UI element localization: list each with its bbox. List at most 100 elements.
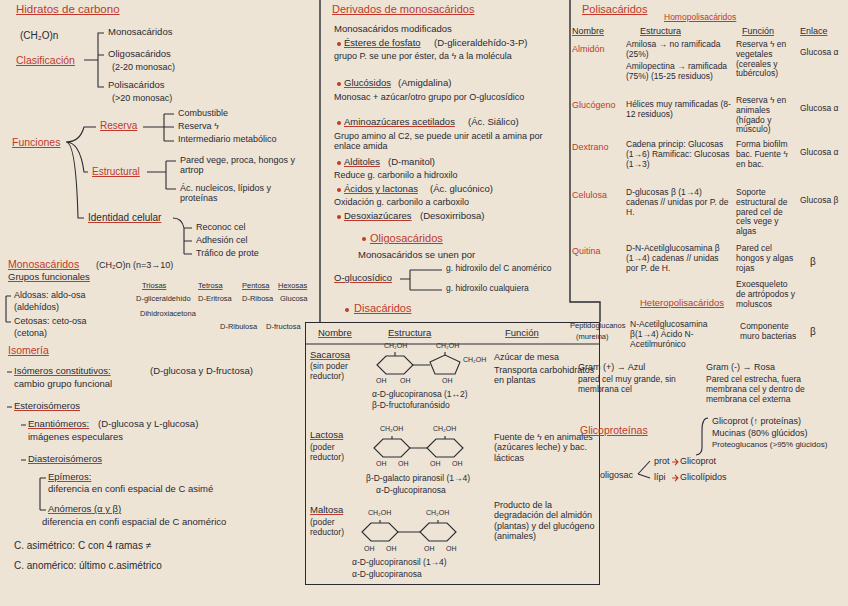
note-text: Glicoproteínas xyxy=(580,424,648,436)
note-text: Monosacáridos xyxy=(8,258,79,270)
note-text: Glicoprot (↑ proteínas) xyxy=(712,416,801,426)
note-text: Epímeros: xyxy=(48,472,91,483)
note-text: CH₂OH xyxy=(433,425,456,433)
note-text: OH xyxy=(386,545,397,553)
note-text: Enantiómeros: xyxy=(28,419,89,430)
note-text: (D-manitol) xyxy=(388,157,435,168)
note-text: Homopolisacáridos xyxy=(664,13,736,23)
brace xyxy=(84,33,104,87)
bond-line xyxy=(395,352,445,365)
note-text: Dextrano xyxy=(572,142,609,152)
note-text: Ácidos y lactonas xyxy=(344,184,418,195)
note-text: O-glucosídico xyxy=(334,273,392,284)
note-text: Estructura xyxy=(640,26,681,36)
note-text: D-Ribulosa xyxy=(220,323,257,332)
note-text: Sacarosa xyxy=(310,350,350,361)
note-text: D-Ribosa xyxy=(242,295,273,304)
note-text: OH xyxy=(446,545,457,553)
note-text: (Ác. glucónico) xyxy=(430,184,493,195)
note-text: (poder reductor) xyxy=(310,443,365,463)
note-text: CH₂OH xyxy=(436,342,459,350)
note-text: CH₂OH xyxy=(384,342,407,350)
note-text: D-N-Acetilglucosamina β (1→4) cadenas //… xyxy=(626,244,732,273)
note-text: imágenes especulares xyxy=(28,432,123,443)
brace xyxy=(400,270,442,290)
note-text: oligosac xyxy=(600,470,633,480)
note-text: Adhesión cel xyxy=(196,235,248,245)
note-text: g. hidroxilo cualquiera xyxy=(446,284,529,294)
note-text: Polisacáridos xyxy=(582,3,647,16)
note-text: Amilopectina → ramificada (75%) (15-25 r… xyxy=(626,62,732,82)
note-text: Glucosa α xyxy=(800,148,838,158)
note-text: Esteroisómeros xyxy=(14,401,80,412)
note-text: Fuente de ϟ en animales (azúcares leche)… xyxy=(494,432,598,463)
note-text: Maltosa xyxy=(310,505,343,516)
brace xyxy=(638,461,650,478)
arrow xyxy=(672,475,678,481)
note-text: Desoxiazúcares xyxy=(344,211,412,222)
note-text: α-D-glucopiranosa (1↔2) xyxy=(372,390,468,400)
note-text: Glucosa α xyxy=(800,104,838,114)
note-text: Monosacáridos se unen por xyxy=(358,250,475,261)
note-text: Amilosa → no ramificada (25%) xyxy=(626,40,732,60)
note-text: Aminoazúcares acetilados xyxy=(344,117,455,128)
note-text: Gram (+) → Azul xyxy=(578,362,645,372)
bond-line xyxy=(392,436,445,448)
note-text: (D-glucosa y L-glucosa) xyxy=(98,419,198,430)
note-text: Hélices muy ramificadas (8-12 residuos) xyxy=(626,100,732,120)
note-text: (Desoxirribosa) xyxy=(420,211,484,222)
note-text: (poder reductor) xyxy=(310,518,360,538)
note-text: Producto de la degradación del almidón (… xyxy=(494,500,598,541)
note-text: (D-gliceraldehído-3-P) xyxy=(434,38,527,49)
note-text: Triosas xyxy=(142,282,166,291)
brace xyxy=(147,161,176,189)
note-text: Identidad celular xyxy=(88,212,161,224)
note-text: CH₂OH xyxy=(380,425,403,433)
note-text: Alditoles xyxy=(344,157,380,168)
note-text: grupo P. se une por éster, da ϟ a la mol… xyxy=(334,51,566,61)
note-text: Glucosa β xyxy=(800,196,838,206)
note-text: Peptidoglucanos xyxy=(570,322,625,331)
note-text: Glucógeno xyxy=(572,100,616,110)
note-text: α-D-glucopiranosa xyxy=(376,486,446,496)
note-text: D-glucosas β (1→4) cadenas // unidas por… xyxy=(626,188,732,217)
note-text: OH xyxy=(364,545,375,553)
note-text: β xyxy=(810,256,816,268)
note-text: Oligosacáridos xyxy=(370,232,443,245)
brace xyxy=(696,418,708,455)
sugar-rings xyxy=(362,352,463,541)
note-text: Polisacáridos xyxy=(108,80,165,91)
note-text: Ésteres de fosfato xyxy=(344,38,421,49)
note-text: α-D-glucopiranosil (1→4) xyxy=(352,558,447,568)
note-text: Reserva ϟ en vegetales (cereales y tubér… xyxy=(736,40,798,79)
note-text: Quitina xyxy=(572,246,601,256)
note-text: Glicoprot xyxy=(680,456,716,466)
note-text: Estructural xyxy=(92,166,140,178)
note-text: Tetrosa xyxy=(198,282,223,291)
pyranose-ring xyxy=(374,439,410,457)
note-text: Clasificación xyxy=(16,54,75,66)
note-text: OH xyxy=(424,545,435,553)
note-text: Grupos funcionales xyxy=(8,272,90,283)
brace xyxy=(40,478,46,510)
note-text: Pared vege, proca, hongos y artrop xyxy=(180,155,298,176)
note-text: diferencia en confi espacial de C anomér… xyxy=(42,517,226,528)
note-text: Derivados de monosacáridos xyxy=(332,3,474,16)
note-text: Glucósidos xyxy=(344,78,391,89)
note-text: Reserva ϟ xyxy=(178,121,219,131)
note-text: Ác. nucleicos, lípidos y proteínas xyxy=(180,183,298,204)
note-text: D-gliceraldehído xyxy=(136,295,191,304)
divider-line xyxy=(319,0,320,322)
note-text: (Ác. Siálico) xyxy=(468,117,519,128)
note-text: CH₂OH xyxy=(463,356,486,364)
bullet xyxy=(337,161,341,165)
pyranose-ring xyxy=(420,523,456,541)
note-text: Grupo amino al C2, se puede unir acetil … xyxy=(334,131,568,152)
note-text: β-D-fructofuranósido xyxy=(372,401,450,411)
note-text: Oxidación g. carbonilo a carboxilo xyxy=(334,197,469,207)
note-text: Dihidroxiacetona xyxy=(140,310,196,319)
note-text: Nombre xyxy=(318,328,352,339)
note-text: OH xyxy=(442,377,453,385)
note-text: (2-20 monosac) xyxy=(112,62,175,72)
note-text: Monosac + azúcar/otro grupo por O-glucos… xyxy=(334,92,568,102)
